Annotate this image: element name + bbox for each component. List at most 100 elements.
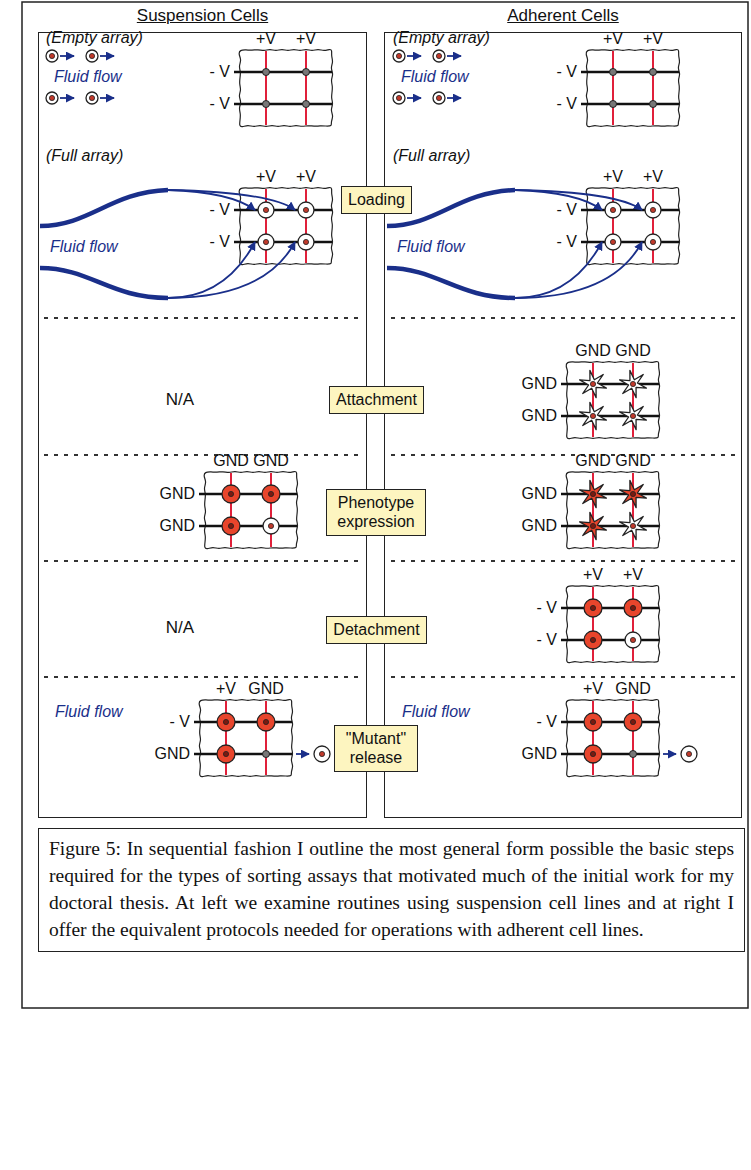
electrode-voltage: GND [521, 375, 557, 393]
caption-box: Figure 5: In sequential fashion I outlin… [38, 828, 745, 952]
cell-nucleus [590, 381, 595, 386]
stained-adherent-cell [580, 512, 607, 539]
row-electrode [561, 607, 659, 609]
flowing-cell [433, 50, 445, 62]
cell [86, 92, 98, 104]
flowing-cell [433, 92, 445, 104]
column-electrode [652, 51, 654, 125]
adherent-cell [580, 402, 607, 429]
array-frame [239, 49, 332, 126]
flow-arrow [515, 242, 642, 298]
electrode-voltage: - V [537, 713, 557, 731]
cell [393, 92, 405, 104]
cell-nucleus [263, 207, 268, 212]
cell-nucleus [49, 53, 54, 58]
stained-cell [257, 713, 275, 731]
row-electrode [561, 525, 659, 527]
cell-nucleus [686, 751, 691, 756]
column-electrode [265, 189, 267, 263]
fluid-flow-band [387, 268, 515, 298]
flow-arrow [60, 97, 74, 99]
cell-nucleus [223, 751, 228, 756]
electrode-voltage: - V [557, 63, 577, 81]
column-electrode [265, 701, 267, 775]
electrode-voltage: +V [643, 30, 663, 48]
adherent-cell [620, 402, 647, 429]
cell-nucleus [610, 207, 615, 212]
flow-arrow [100, 97, 114, 99]
flow-arrow [447, 97, 461, 99]
caption-text: Figure 5: In sequential fashion I outlin… [49, 835, 734, 943]
illustration [40, 49, 737, 776]
column-electrode [632, 701, 634, 775]
cell [645, 202, 661, 218]
step-name: Loading [348, 190, 405, 209]
electrode-array [561, 699, 660, 776]
column-electrode [225, 701, 227, 775]
row-electrode [234, 103, 332, 105]
array-frame [586, 49, 679, 126]
cell-nucleus [303, 207, 308, 212]
step-label-box: Attachment [329, 386, 424, 414]
electrode-voltage: GND [615, 452, 651, 470]
cell-nucleus [89, 95, 94, 100]
note-label: N/A [166, 390, 194, 410]
row-separator [44, 676, 361, 678]
column-electrode [305, 189, 307, 263]
electrode-voltage: +V [623, 566, 643, 584]
array-frame [566, 585, 659, 662]
flowing-cell [393, 50, 405, 62]
cell-nucleus [228, 523, 233, 528]
flowing-cell [86, 92, 98, 104]
column-electrode [632, 587, 634, 661]
row-separator [391, 560, 737, 562]
cell-nucleus [436, 95, 441, 100]
array-frame [586, 187, 679, 264]
electrode-voltage: +V [296, 30, 316, 48]
electrode-voltage: - V [210, 95, 230, 113]
cell [46, 92, 58, 104]
cell [393, 50, 405, 62]
row-separator [44, 560, 361, 562]
row-separator [391, 317, 737, 319]
flow-label: Fluid flow [50, 238, 118, 256]
cell [86, 50, 98, 62]
flow-label: Fluid flow [55, 703, 123, 721]
cell-nucleus [49, 95, 54, 100]
column-electrode [652, 189, 654, 263]
cell-nucleus [396, 53, 401, 58]
flow-arrow [407, 55, 421, 57]
step-label-box: "Mutant" release [334, 725, 418, 772]
stained-cell [584, 713, 602, 731]
electrode-site [650, 101, 657, 108]
row-electrode [581, 209, 679, 211]
cell [605, 202, 621, 218]
electrode-voltage: - V [537, 599, 557, 617]
release-arrow [663, 753, 676, 755]
electrode-site [263, 101, 270, 108]
stained-adherent-cell [620, 480, 647, 507]
electrode-voltage: GND [615, 342, 651, 360]
column-electrode [612, 51, 614, 125]
electrode-voltage: GND [521, 517, 557, 535]
row-separator [391, 454, 737, 456]
flowing-cell [86, 50, 98, 62]
cell-nucleus [630, 605, 635, 610]
array-state-label: (Empty array) [46, 29, 143, 47]
step-label-box: Phenotype expression [326, 489, 426, 536]
panel-heading: Adherent Cells [385, 6, 741, 26]
electrode-voltage: - V [210, 201, 230, 219]
stained-cell [624, 599, 642, 617]
row-electrode [561, 753, 659, 755]
row-electrode [199, 493, 297, 495]
column-electrode [612, 189, 614, 263]
row-electrode [581, 71, 679, 73]
electrode-voltage: +V [296, 168, 316, 186]
stained-cell [624, 713, 642, 731]
flow-label: Fluid flow [54, 68, 122, 86]
electrode-voltage: - V [537, 631, 557, 649]
cell-nucleus [610, 239, 615, 244]
flow-arrow [407, 97, 421, 99]
row-electrode [234, 71, 332, 73]
